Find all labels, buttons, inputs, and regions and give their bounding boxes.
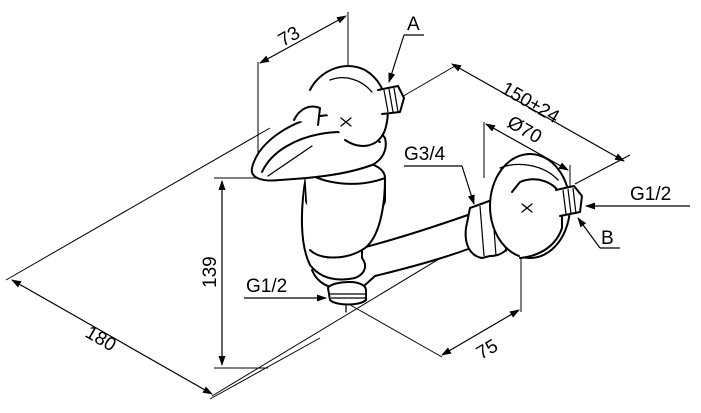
dim-75-label: 75 (473, 336, 502, 365)
callout-g12-left-label: G1/2 (246, 276, 287, 297)
outlet-thread (327, 281, 367, 313)
callout-g12-right: G1/2 (585, 184, 690, 210)
callout-g12-right-label: G1/2 (630, 184, 671, 205)
rosette-b (489, 153, 583, 259)
callout-b-label: B (601, 228, 614, 249)
callout-a-label: A (407, 14, 420, 35)
callout-a: A (388, 14, 424, 83)
callout-g34-label: G3/4 (404, 144, 446, 165)
faucet-body (300, 159, 493, 291)
callout-g12-left: G1/2 (244, 276, 327, 302)
dim-73-label: 73 (275, 23, 304, 52)
dim-139-label: 139 (200, 256, 221, 288)
callout-b: B (577, 217, 620, 249)
dim-180-label: 180 (82, 322, 120, 356)
rosette-a (309, 65, 405, 147)
dim-139: 139 (200, 177, 268, 369)
callout-g34: G3/4 (404, 144, 475, 205)
